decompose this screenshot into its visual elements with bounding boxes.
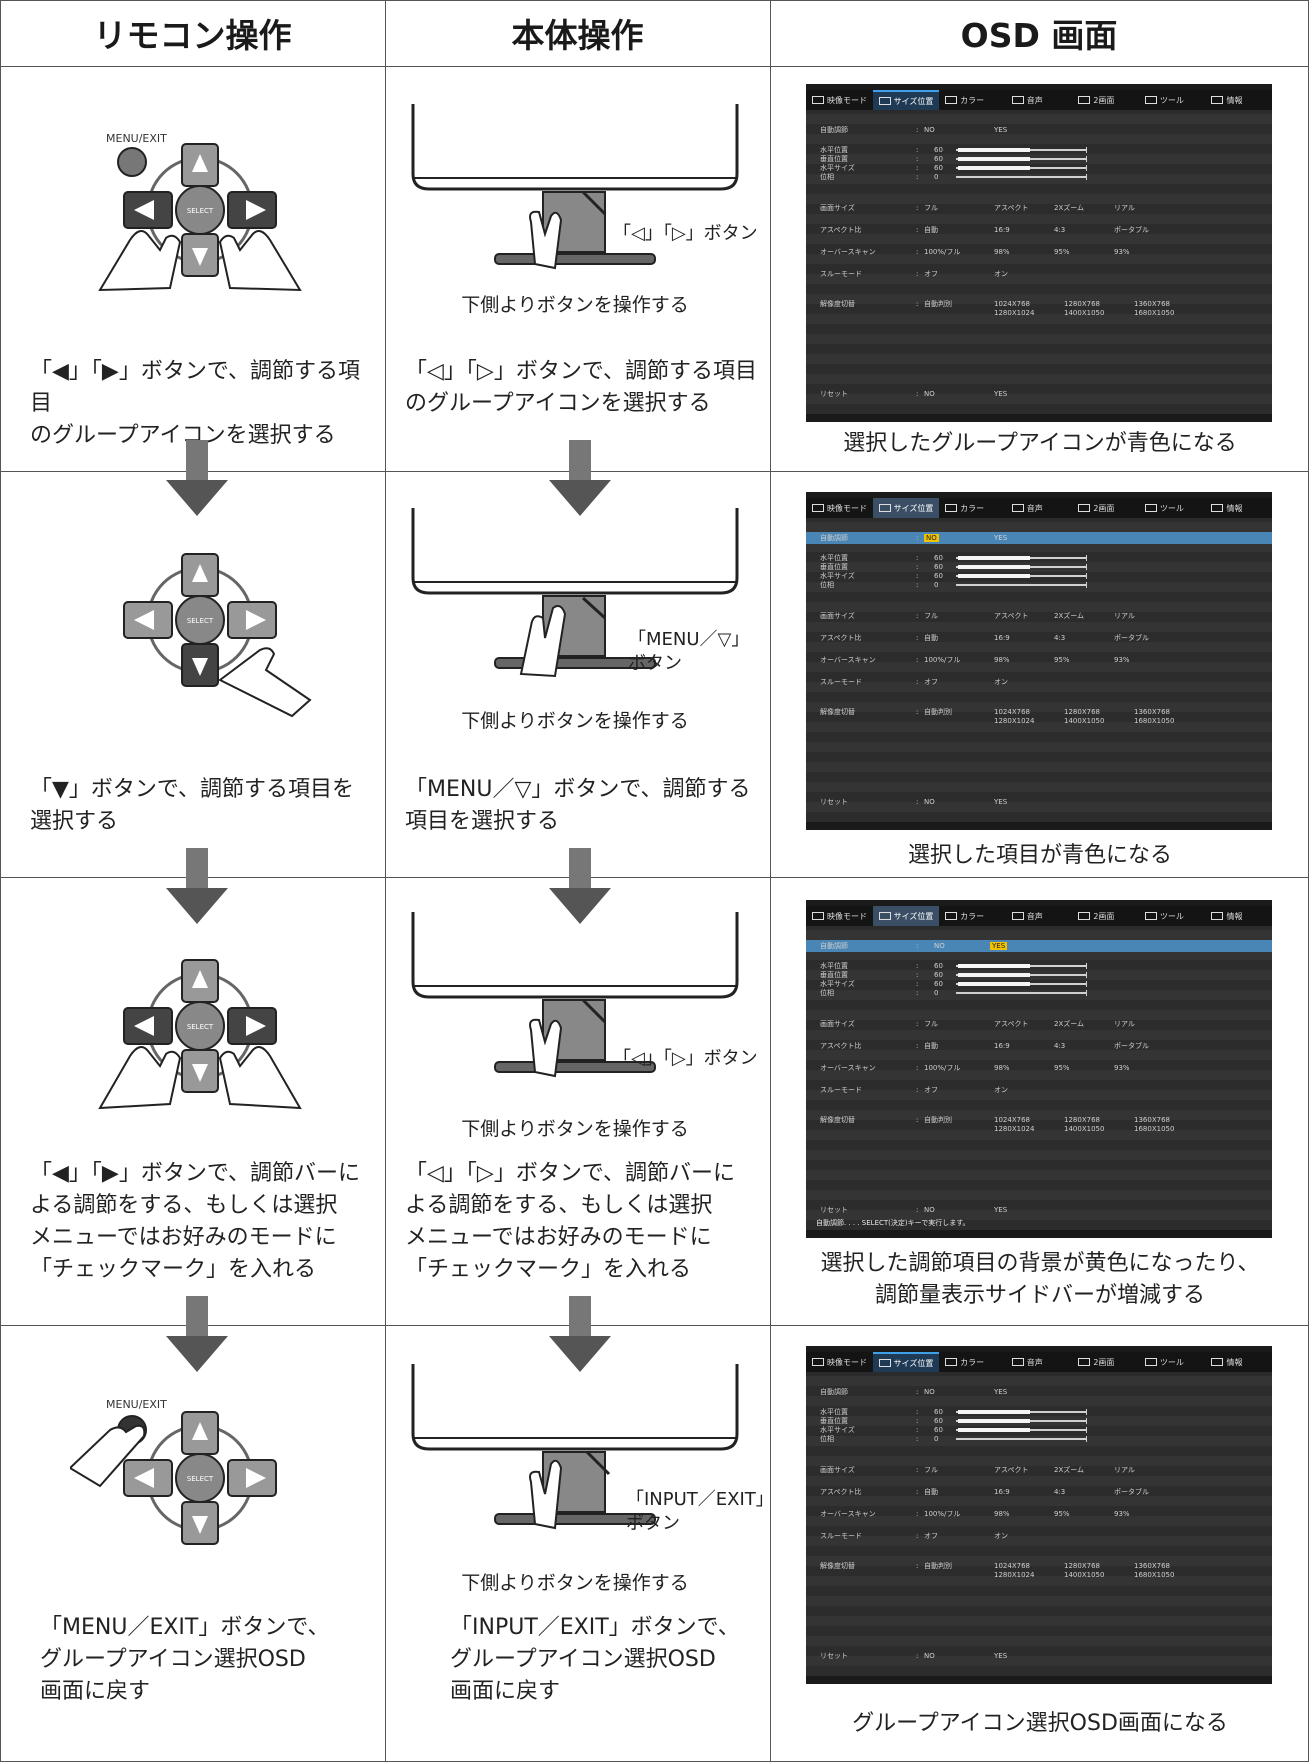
step4-unit-caption: 下側よりボタンを操作する [461, 1572, 689, 1594]
grid-line [0, 66, 1309, 67]
pressing-hand-icon [70, 1424, 146, 1488]
step2-remote-desc: 「▼」ボタンで、調節する項目を 選択する [30, 777, 355, 834]
pressing-hand-icon [529, 1459, 563, 1530]
select-key-icon [175, 1001, 225, 1051]
remote-dpad-down-illustration: SELECT [123, 553, 312, 718]
step2-result: 選択した項目が青色になる [907, 843, 1172, 868]
osd-tab-color: カラー [939, 90, 1006, 110]
header-remote: リモコン操作 [93, 16, 292, 55]
grid-line [0, 877, 1309, 878]
svg-text:MENU/EXIT: MENU/EXIT [106, 1398, 167, 1411]
grid-line [0, 0, 1309, 1]
header-unit: 本体操作 [511, 16, 644, 55]
pressing-hand-icon [529, 1018, 563, 1078]
step3-result: 選択した調節項目の背景が黄色になったり、 調節量表示サイドバーが増減する [820, 1251, 1260, 1308]
pointer-arrow-icon [581, 596, 607, 620]
step1-unit-desc: 「◁」「▷」ボタンで、調節する項目 のグループアイコンを選択する [405, 359, 757, 416]
osd-tab-pip: 2画面 [1072, 90, 1139, 110]
down-arrow-icon [549, 1296, 611, 1372]
step4-result: グループアイコン選択OSD画面になる [852, 1711, 1228, 1736]
monitor-bottom-illustration [411, 912, 739, 1078]
step3-unit-caption: 下側よりボタンを操作する [461, 1118, 689, 1140]
monitor-bottom-illustration [411, 1364, 739, 1530]
svg-text:SELECT: SELECT [187, 1475, 214, 1483]
grid-line [0, 0, 1, 1762]
step4-remote-desc: 「MENU／EXIT」ボタンで、 グループアイコン選択OSD 画面に戻す [40, 1615, 330, 1704]
pressing-hand-left-icon [98, 230, 182, 292]
osd-tab-audio: 音声 [1006, 90, 1073, 110]
pressing-hand-icon [529, 210, 563, 270]
pointer-arrow-icon [581, 998, 607, 1024]
pressing-hand-right-icon [218, 230, 302, 292]
osd-tab-bar: 映像モード サイズ位置 カラー 音声 2画面 ツール 情報 [806, 90, 1272, 110]
step1-unit-caption: 下側よりボタンを操作する [461, 294, 689, 316]
pressing-hand-right-icon [218, 1046, 302, 1110]
pressing-hand-icon [218, 647, 312, 718]
step4-unit-button-label: 「INPUT／EXIT」 ボタン [626, 1489, 774, 1534]
header-osd: OSD 画面 [960, 16, 1118, 55]
grid-line [770, 0, 771, 1762]
down-arrow-icon [166, 440, 228, 516]
grid-line [385, 0, 386, 1762]
monitor-bottom-illustration [411, 508, 739, 678]
step2-unit-desc: 「MENU／▽」ボタンで、調節する 項目を選択する [405, 777, 751, 834]
remote-menu-exit-illustration: MENU/EXIT SELECT [70, 1398, 277, 1545]
step1-unit-button-label: 「◁」「▷」ボタン [613, 223, 758, 244]
step2-unit-button-label: 「MENU／▽」 ボタン [628, 629, 750, 674]
osd-tab-tool: ツール [1139, 90, 1206, 110]
step3-unit-button-label: 「◁」「▷」ボタン [613, 1048, 758, 1069]
pointer-arrow-icon [581, 190, 607, 216]
svg-text:SELECT: SELECT [187, 617, 214, 625]
osd-tab-info: 情報 [1205, 90, 1272, 110]
remote-dpad-lr-illustration: MENU/EXIT SELECT [98, 132, 302, 292]
menu-exit-label: MENU/EXIT [106, 132, 167, 145]
step1-remote-desc: 「◀」「▶」ボタンで、調節する項目 のグループアイコンを選択する [30, 359, 360, 448]
down-arrow-icon [166, 1296, 228, 1372]
osd-tab-picture-mode: 映像モード [806, 90, 873, 110]
select-key-icon [175, 1453, 225, 1503]
svg-text:SELECT: SELECT [187, 207, 214, 215]
select-key-icon [175, 185, 225, 235]
monitor-bottom-illustration [411, 104, 739, 270]
step1-result: 選択したグループアイコンが青色になる [843, 431, 1237, 456]
menu-exit-button-icon [117, 147, 147, 177]
grid-line [0, 1325, 1309, 1326]
grid-line [0, 471, 1309, 472]
select-key-icon [175, 595, 225, 645]
pointer-arrow-icon [585, 1450, 611, 1476]
osd-footer-hint: 自動調節. . . . SELECT(決定)キーで実行します。 [816, 1219, 970, 1227]
down-arrow-icon [166, 848, 228, 924]
step2-unit-caption: 下側よりボタンを操作する [461, 710, 689, 732]
step3-remote-desc: 「◀」「▶」ボタンで、調節バーに よる調節をする、もしくは選択 メニューではお好… [30, 1161, 360, 1282]
step3-unit-desc: 「◁」「▷」ボタンで、調節バーに よる調節をする、もしくは選択 メニューではお好… [405, 1161, 735, 1282]
osd-tab-size-position: サイズ位置 [872, 90, 940, 110]
down-arrow-icon [549, 440, 611, 516]
down-arrow-icon [549, 848, 611, 924]
remote-dpad-lr-illustration: SELECT [98, 959, 302, 1110]
step4-unit-desc: 「INPUT／EXIT」ボタンで、 グループアイコン選択OSD 画面に戻す [450, 1615, 740, 1704]
pressing-hand-icon [519, 605, 567, 678]
svg-text:SELECT: SELECT [187, 1023, 214, 1031]
pressing-hand-left-icon [98, 1046, 182, 1110]
